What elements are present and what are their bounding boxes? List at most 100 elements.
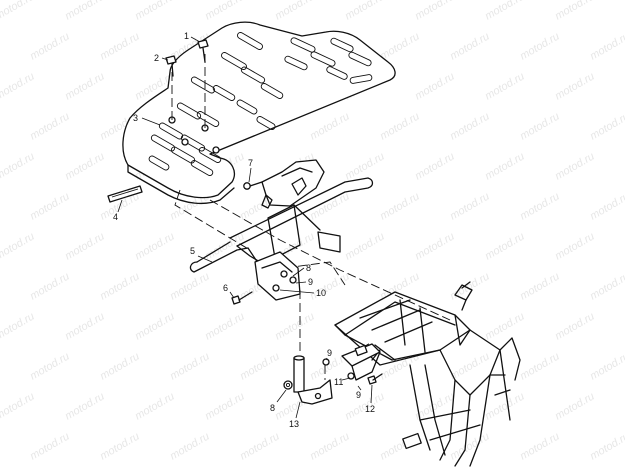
- watermark-text: motod.ru: [0, 0, 37, 23]
- watermark-text: motod.ru: [588, 350, 625, 382]
- watermark-text: motod.ru: [63, 390, 107, 422]
- watermark-text: motod.ru: [588, 30, 625, 62]
- watermark-text: motod.ru: [413, 150, 457, 182]
- callout-7: 7: [248, 158, 253, 168]
- watermark-text: motod.ru: [0, 230, 37, 262]
- watermark-text: motod.ru: [203, 310, 247, 342]
- watermark-text: motod.ru: [98, 270, 142, 302]
- watermark-text: motod.ru: [273, 0, 317, 23]
- watermark-text: motod.ru: [553, 230, 597, 262]
- watermark-text: motod.ru: [553, 390, 597, 422]
- callout-1: 1: [184, 31, 189, 41]
- callout-13: 13: [289, 419, 299, 429]
- watermark-text: motod.ru: [518, 430, 562, 462]
- bolt-2: [165, 55, 177, 77]
- watermark-text: motod.ru: [133, 310, 177, 342]
- watermark-text: motod.ru: [168, 270, 212, 302]
- rack-support-tube: [189, 177, 374, 273]
- watermark-text: motod.ru: [63, 0, 107, 23]
- watermark-text: motod.ru: [98, 350, 142, 382]
- watermark-text: motod.ru: [238, 430, 282, 462]
- watermark-text: motod.ru: [378, 110, 422, 142]
- watermark-text: motod.ru: [63, 310, 107, 342]
- watermark-text: motod.ru: [413, 70, 457, 102]
- callout-5: 5: [190, 246, 195, 256]
- watermark-text: motod.ru: [63, 70, 107, 102]
- callout-6: 6: [223, 283, 228, 293]
- watermark-text: motod.ru: [483, 150, 527, 182]
- watermark-text: motod.ru: [203, 390, 247, 422]
- callout-9-lower: 9: [356, 390, 361, 400]
- watermark-text: motod.ru: [343, 150, 387, 182]
- reflector: [107, 185, 143, 203]
- callout-labels: 1 2 3 4 5 6 7 8 9 10 9 11 9 12 8 13: [113, 31, 375, 429]
- watermark-text: motod.ru: [203, 0, 247, 23]
- watermark-text: motod.ru: [308, 110, 352, 142]
- callout-2: 2: [154, 53, 159, 63]
- watermark-text: motod.ru: [448, 270, 492, 302]
- watermark-text: motod.ru: [273, 310, 317, 342]
- watermark-text: motod.ru: [448, 430, 492, 462]
- watermark-text: motod.ru: [448, 110, 492, 142]
- watermark-text: motod.ru: [483, 310, 527, 342]
- watermark-text: motod.ru: [133, 230, 177, 262]
- callout-8-lower: 8: [270, 403, 275, 413]
- watermark-text: motod.ru: [588, 270, 625, 302]
- watermark-text: motod.ru: [518, 190, 562, 222]
- watermark-text: motod.ru: [98, 30, 142, 62]
- watermark-text: motod.ru: [448, 190, 492, 222]
- callout-4: 4: [113, 212, 118, 222]
- watermark-text: motod.ru: [63, 230, 107, 262]
- watermark-text: motod.ru: [98, 430, 142, 462]
- callout-9-middle: 9: [327, 348, 332, 358]
- watermark-text: motod.ru: [133, 390, 177, 422]
- watermark-text: motod.ru: [343, 0, 387, 23]
- watermark-text: motod.ru: [28, 190, 72, 222]
- center-lines: [171, 50, 451, 380]
- frame-assembly: [334, 281, 521, 467]
- watermark-text: motod.ru: [63, 150, 107, 182]
- callout-3: 3: [133, 113, 138, 123]
- rear-guard: [243, 159, 325, 209]
- hardware: [283, 358, 383, 390]
- watermark-text: motod.ru: [588, 430, 625, 462]
- rear-rack: [122, 21, 396, 205]
- watermark-text: motod.ru: [0, 70, 37, 102]
- callout-9-upper: 9: [308, 277, 313, 287]
- watermark-text: motod.ru: [0, 150, 37, 182]
- watermark-text: motod.ru: [483, 0, 527, 23]
- watermark-text: motod.ru: [553, 0, 597, 23]
- watermark-text: motod.ru: [518, 270, 562, 302]
- watermark-text: motod.ru: [623, 0, 625, 23]
- watermark-text: motod.ru: [28, 110, 72, 142]
- callout-11: 11: [334, 377, 343, 387]
- watermark-text: motod.ru: [0, 390, 37, 422]
- watermark-text: motod.ru: [553, 150, 597, 182]
- bolt-1: [197, 39, 209, 63]
- watermark-text: motod.ru: [168, 350, 212, 382]
- watermark-text: motod.ru: [588, 110, 625, 142]
- watermark-text: motod.ru: [238, 350, 282, 382]
- watermark-text: motod.ru: [483, 390, 527, 422]
- watermark-text: motod.ru: [588, 190, 625, 222]
- watermark-text: motod.ru: [28, 430, 72, 462]
- watermark-text: motod.ru: [168, 430, 212, 462]
- watermark-text: motod.ru: [0, 310, 37, 342]
- watermark-text: motod.ru: [308, 430, 352, 462]
- watermark-text: motod.ru: [378, 30, 422, 62]
- mounting-plate: [254, 251, 301, 301]
- watermark-text: motod.ru: [413, 0, 457, 23]
- callout-8-upper: 8: [306, 263, 311, 273]
- watermark-text: motod.ru: [133, 0, 177, 23]
- watermark-text: motod.ru: [28, 270, 72, 302]
- watermark-text: motod.ru: [413, 230, 457, 262]
- watermark-text: motod.ru: [483, 230, 527, 262]
- watermark-text: motod.ru: [378, 190, 422, 222]
- watermark-text: motod.ru: [308, 270, 352, 302]
- watermark-text: motod.ru: [518, 350, 562, 382]
- watermark-text: motod.ru: [203, 230, 247, 262]
- watermark-text: motod.ru: [553, 310, 597, 342]
- watermark-text: motod.ru: [343, 230, 387, 262]
